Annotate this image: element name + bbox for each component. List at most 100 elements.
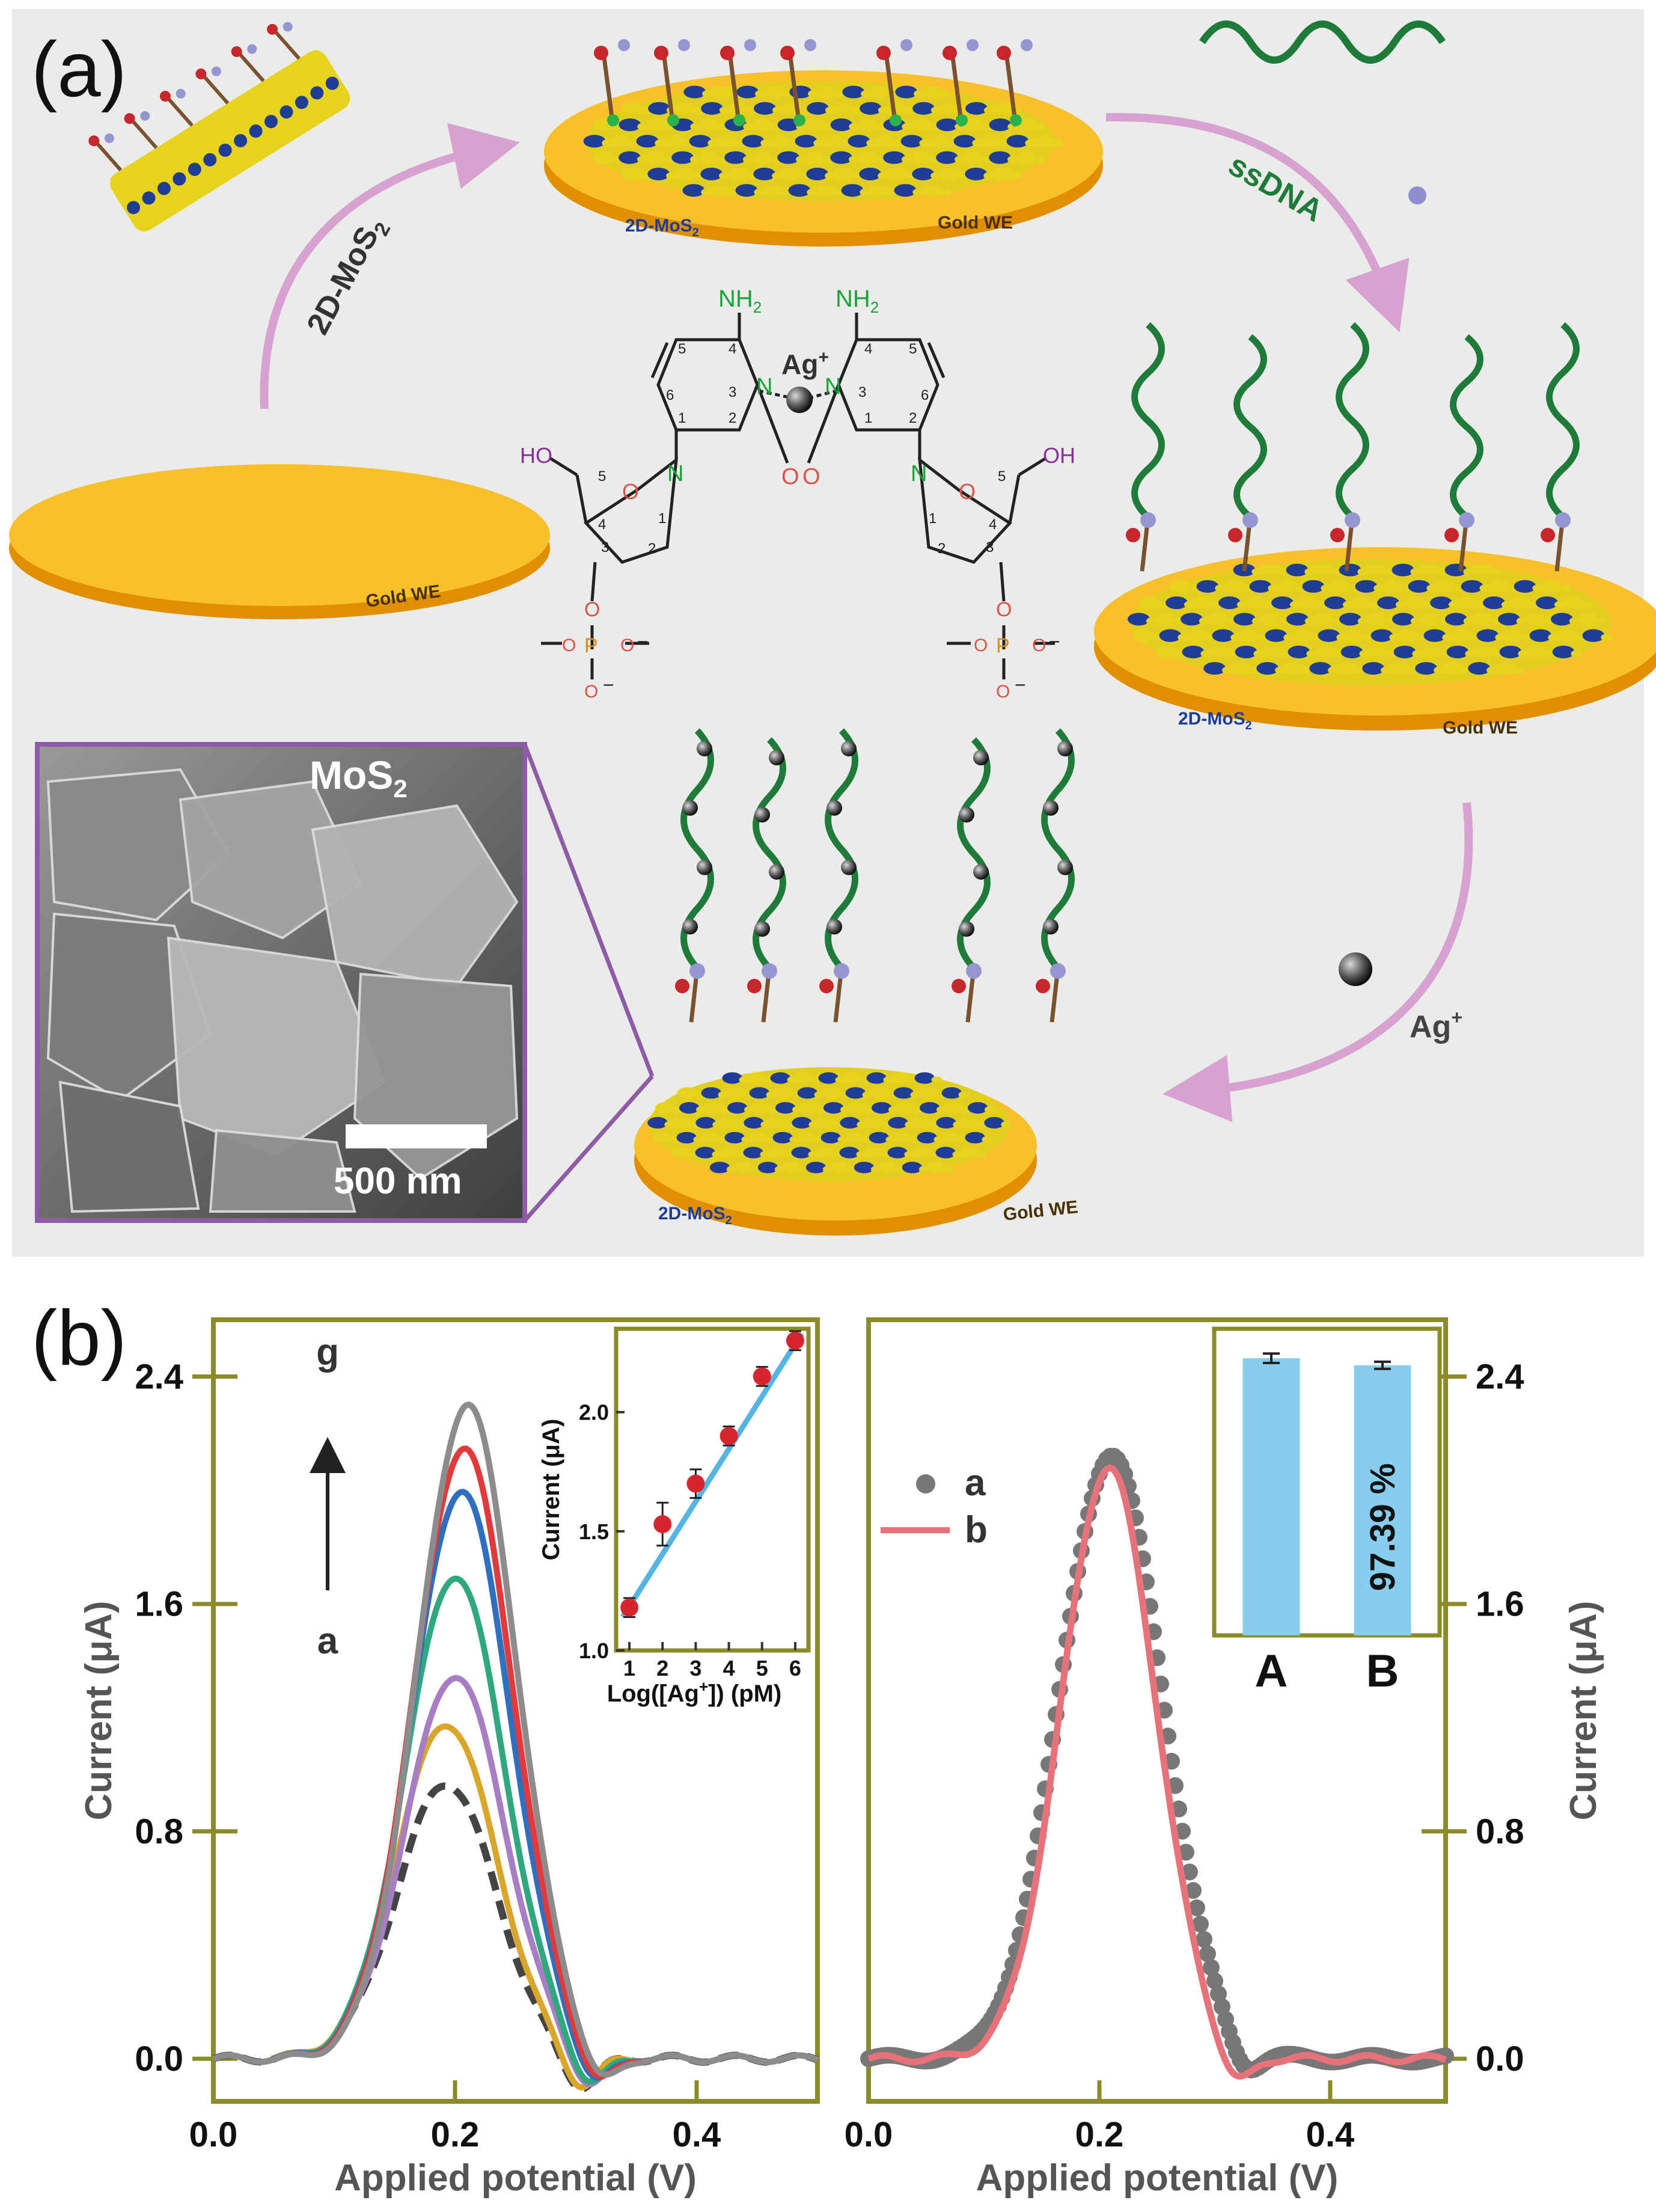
y-axis-label: Current (μA)	[1563, 1601, 1604, 1820]
svg-text:3: 3	[986, 539, 994, 556]
legend: ab	[881, 1462, 988, 1551]
inset-category-label: A	[1255, 1646, 1288, 1697]
inset-y-tick-label: 1.0	[579, 1638, 609, 1663]
layer-label-right: 2D-MoS2	[1178, 709, 1252, 732]
x-tick-label: 0.2	[1075, 2115, 1124, 2154]
x-tick-label: 0.2	[431, 2115, 480, 2154]
svg-text:1: 1	[929, 510, 936, 527]
svg-text:5: 5	[998, 468, 1006, 485]
svg-text:5: 5	[598, 468, 606, 485]
ssdna-modified-electrode: 2D-MoS2 Gold WE	[1094, 322, 1656, 738]
svg-text:5: 5	[909, 341, 917, 357]
y-tick-label: 1.6	[135, 1585, 183, 1624]
arrow-label-top: g	[316, 1332, 339, 1373]
inset-bar	[1242, 1358, 1300, 1635]
svg-text:N: N	[667, 461, 683, 486]
mos2-modified-electrode: 2D-MoS2 Gold WE	[544, 39, 1103, 247]
svg-text:−: −	[1049, 631, 1060, 652]
svg-text:OH: OH	[1043, 443, 1075, 468]
arrow-label-mos2: 2D-MoS2	[300, 211, 395, 343]
panel-a-label: (a)	[31, 25, 127, 113]
svg-text:5: 5	[678, 341, 686, 357]
x-axis-label: Applied potential (V)	[976, 2157, 1339, 2199]
right-series	[860, 1447, 1454, 2080]
svg-text:−: −	[637, 631, 649, 652]
inset-x-tick-label: 2	[656, 1656, 668, 1680]
svg-text:3: 3	[858, 384, 866, 400]
svg-text:6: 6	[666, 387, 674, 403]
sem-image-inset: MoS2 500 nm	[35, 742, 655, 1223]
inset-y-tick-label: 2.0	[579, 1400, 609, 1425]
sem-title: MoS2	[310, 753, 408, 803]
svg-text:O: O	[584, 598, 600, 621]
svg-text:NH2: NH2	[836, 286, 879, 316]
legend-label-a: a	[965, 1462, 986, 1504]
chemical-structure	[541, 313, 1055, 679]
y-tick-label: 2.4	[1476, 1358, 1524, 1397]
inset-x-tick-label: 4	[723, 1656, 735, 1680]
inset-point	[786, 1331, 804, 1350]
y-tick-label: 0.0	[135, 2039, 183, 2079]
inset-y-tick-label: 1.5	[579, 1519, 609, 1544]
svg-text:N: N	[911, 461, 927, 486]
svg-text:O: O	[584, 682, 598, 702]
series-a-point	[1196, 1931, 1212, 1948]
chemical-labels: Ag+ NH2 NH2 N N N N O O O O HO OH O O P …	[520, 286, 1075, 702]
svg-text:−: −	[603, 674, 614, 696]
inset-point	[720, 1427, 738, 1445]
svg-text:O: O	[781, 464, 799, 489]
inset-x-label: Log([Ag+]) (pM)	[607, 1677, 782, 1707]
svg-text:4: 4	[864, 341, 872, 357]
y-tick-label: 0.8	[135, 1812, 183, 1851]
sem-scale-label: 500 nm	[334, 1160, 462, 1202]
x-tick-label: 0.4	[673, 2115, 721, 2154]
svg-text:6: 6	[921, 387, 929, 403]
arrow-add-ssdna: ssDNA	[1105, 20, 1446, 332]
sem-scale-bar	[346, 1124, 487, 1148]
inset-y-label: Current (μA)	[538, 1419, 564, 1561]
svg-text:O: O	[802, 464, 820, 489]
arrow-add-mos2: 2D-MoS2	[260, 123, 520, 409]
arrow-label-ssdna: ssDNA	[1223, 147, 1329, 228]
inset-fit-line	[620, 1332, 804, 1619]
series-line-6	[212, 1401, 819, 2078]
svg-text:−: −	[1015, 674, 1026, 696]
svg-text:O: O	[622, 479, 639, 504]
bare-gold-electrode: Gold WE	[9, 464, 550, 619]
y-tick-label: 1.6	[1476, 1585, 1524, 1624]
svg-text:O: O	[959, 479, 976, 504]
svg-text:Ag+: Ag+	[781, 348, 829, 380]
series-a-point	[1185, 1882, 1202, 1899]
legend-label-b: b	[965, 1509, 988, 1551]
layer-label-top: 2D-MoS2	[625, 216, 699, 239]
series-a-point	[1188, 1899, 1205, 1917]
y-tick-label: 2.4	[135, 1358, 183, 1397]
svg-text:O: O	[620, 636, 634, 655]
inset-bar	[1354, 1365, 1411, 1635]
inset-annotation: 97.39 %	[1363, 1463, 1402, 1592]
svg-text:1: 1	[658, 510, 666, 527]
arrow-label-bottom: a	[317, 1620, 338, 1662]
x-tick-label: 0.4	[1306, 2115, 1355, 2154]
svg-text:P: P	[996, 634, 1010, 657]
svg-text:4: 4	[729, 341, 736, 357]
svg-text:2: 2	[648, 541, 656, 557]
series-b-line	[867, 1464, 1447, 2080]
trend-arrow: ga	[310, 1332, 346, 1662]
inset-point	[620, 1598, 639, 1617]
svg-text:1: 1	[678, 410, 686, 426]
x-tick-label: 0.0	[845, 2115, 893, 2154]
series-a-point	[1203, 1959, 1220, 1976]
electrode-label-bottom: Gold WE	[1002, 1197, 1079, 1225]
y-tick-label: 0.8	[1476, 1812, 1524, 1851]
svg-text:HO: HO	[520, 443, 552, 468]
inset-point	[686, 1474, 705, 1493]
svg-text:O: O	[996, 598, 1012, 621]
y-tick-label: 0.0	[1476, 2039, 1524, 2079]
x-axis-label: Applied potential (V)	[334, 2157, 697, 2199]
svg-text:P: P	[584, 634, 598, 657]
silver-ion-icon	[1339, 952, 1372, 986]
svg-text:2: 2	[909, 410, 917, 426]
